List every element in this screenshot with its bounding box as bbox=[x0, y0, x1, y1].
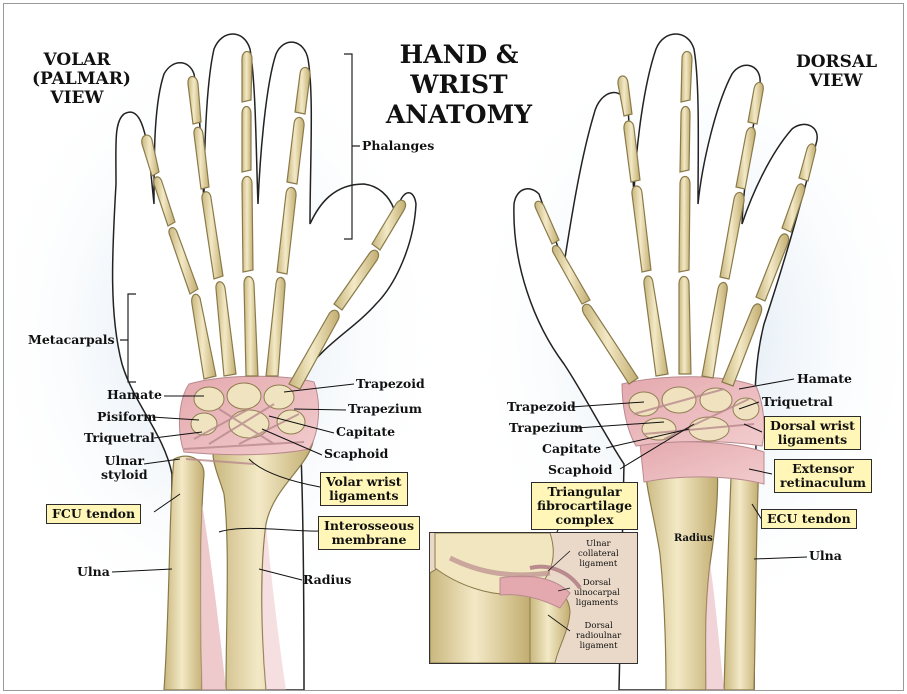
inset-ucl-line-1: Ulnar bbox=[578, 539, 619, 549]
inset-duc-line-2: ulnocarpal bbox=[574, 588, 620, 598]
label-dorsal-triquetral: Triquetral bbox=[762, 395, 833, 409]
inset-ucl-line-3: ligament bbox=[578, 559, 619, 569]
label-tfcc-line-2: fibrocartilage bbox=[537, 499, 632, 513]
volar-view-line-1: VOLAR bbox=[32, 51, 122, 70]
dorsal-view-heading: DORSAL VIEW bbox=[796, 53, 876, 91]
label-ulnar-styloid-line-1: Ulnar bbox=[101, 454, 148, 468]
label-ulnar-styloid-line-2: styloid bbox=[101, 468, 148, 482]
inset-dru-line-2: radioulnar bbox=[576, 631, 621, 641]
title-line-2: ANATOMY bbox=[349, 100, 569, 130]
label-interosseous-line-1: Interosseous bbox=[324, 519, 414, 533]
label-extensor-line-2: retinaculum bbox=[780, 476, 866, 490]
label-volar-wrist-ligaments: Volar wrist ligaments bbox=[320, 472, 408, 506]
label-dorsal-radius: Radius bbox=[674, 532, 713, 546]
label-dorsal-trapezoid: Trapezoid bbox=[507, 400, 576, 414]
label-dorsal-wrist-line-1: Dorsal wrist bbox=[770, 419, 855, 433]
label-metacarpals: Metacarpals bbox=[28, 333, 115, 347]
label-volar-wrist-line-1: Volar wrist bbox=[326, 475, 402, 489]
label-volar-triquetral: Triquetral bbox=[84, 431, 155, 445]
inset-label-ulnar-collateral-ligament: Ulnar collateral ligament bbox=[578, 539, 619, 569]
label-triangular-fibrocartilage-complex: Triangular fibrocartilage complex bbox=[531, 482, 638, 530]
label-extensor-retinaculum: Extensor retinaculum bbox=[774, 459, 872, 493]
label-dorsal-scaphoid: Scaphoid bbox=[548, 463, 612, 477]
label-fcu-tendon: FCU tendon bbox=[46, 504, 141, 524]
label-ulnar-styloid: Ulnar styloid bbox=[101, 454, 148, 482]
volar-view-line-2: (PALMAR) bbox=[32, 70, 122, 89]
diagram-frame: HAND & WRIST ANATOMY VOLAR (PALMAR) VIEW… bbox=[3, 3, 904, 691]
label-volar-capitate: Capitate bbox=[336, 425, 395, 439]
volar-view-line-3: VIEW bbox=[32, 89, 122, 108]
volar-view-heading: VOLAR (PALMAR) VIEW bbox=[32, 51, 122, 108]
label-ecu-tendon: ECU tendon bbox=[761, 509, 857, 529]
label-tfcc-line-3: complex bbox=[537, 513, 632, 527]
page-title: HAND & WRIST ANATOMY bbox=[349, 40, 569, 130]
label-tfcc-line-1: Triangular bbox=[537, 485, 632, 499]
inset-dru-line-1: Dorsal bbox=[576, 621, 621, 631]
label-dorsal-wrist-ligaments: Dorsal wrist ligaments bbox=[764, 416, 861, 450]
label-volar-trapezium: Trapezium bbox=[348, 402, 422, 416]
label-interosseous-membrane: Interosseous membrane bbox=[318, 516, 420, 550]
dorsal-view-line-2: VIEW bbox=[796, 72, 876, 91]
inset-dru-line-3: ligament bbox=[576, 641, 621, 651]
label-dorsal-capitate: Capitate bbox=[542, 442, 601, 456]
inset-ucl-line-2: collateral bbox=[578, 549, 619, 559]
label-interosseous-line-2: membrane bbox=[324, 533, 414, 547]
label-dorsal-hamate: Hamate bbox=[797, 372, 852, 386]
inset-duc-line-1: Dorsal bbox=[574, 578, 620, 588]
label-volar-hamate: Hamate bbox=[107, 388, 162, 402]
label-volar-ulna: Ulna bbox=[77, 565, 110, 579]
label-volar-radius: Radius bbox=[303, 573, 351, 587]
inset-duc-line-3: ligaments bbox=[574, 598, 620, 608]
label-dorsal-trapezium: Trapezium bbox=[509, 421, 583, 435]
label-dorsal-wrist-line-2: ligaments bbox=[770, 433, 855, 447]
label-volar-pisiform: Pisiform bbox=[97, 410, 156, 424]
inset-label-dorsal-radioulnar-ligament: Dorsal radioulnar ligament bbox=[576, 621, 621, 651]
tfcc-inset: Ulnar collateral ligament Dorsal ulnocar… bbox=[429, 532, 638, 664]
dorsal-view-line-1: DORSAL bbox=[796, 53, 876, 72]
label-extensor-line-1: Extensor bbox=[780, 462, 866, 476]
label-volar-wrist-line-2: ligaments bbox=[326, 489, 402, 503]
label-volar-scaphoid: Scaphoid bbox=[324, 447, 388, 461]
label-volar-trapezoid: Trapezoid bbox=[356, 377, 425, 391]
label-phalanges: Phalanges bbox=[362, 139, 434, 153]
label-dorsal-ulna: Ulna bbox=[809, 549, 842, 563]
inset-label-dorsal-ulnocarpal-ligaments: Dorsal ulnocarpal ligaments bbox=[574, 578, 620, 608]
title-line-1: HAND & WRIST bbox=[349, 40, 569, 100]
